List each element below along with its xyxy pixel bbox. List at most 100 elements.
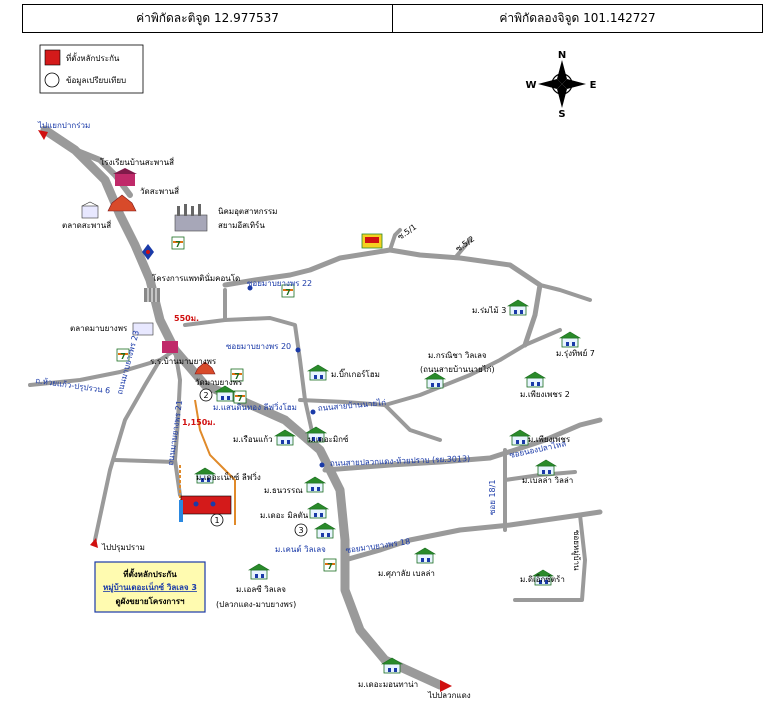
junction-dot <box>247 285 253 291</box>
tesco-icon <box>361 233 383 249</box>
label-condo-project: โครงการแพทตินั่มคอนโด <box>152 272 240 283</box>
label-soi-20: ซอยมาบยางพร 20 <box>226 342 291 351</box>
market-icon-2 <box>132 322 154 336</box>
label-dist-1150: 1,150ม. <box>182 418 216 427</box>
label-el-villa-sub: (ปลวกแดง-มาบยางพร) <box>216 600 296 609</box>
label-pheang-phet: ม.เพียงเพชร <box>528 435 571 444</box>
label-road-mabyangporn-21: ถนนมาบยางพร 21 <box>166 400 184 467</box>
village-icon <box>559 331 581 348</box>
label-soi-22: ซอยมาบยางพร 22 <box>247 279 312 288</box>
junction-dot <box>310 409 316 415</box>
label-ruen-kaew: ม.เรือนแก้ว <box>233 435 273 444</box>
label-big-home: ม.บิ๊กเกอร์โฮม <box>331 368 380 379</box>
seven-eleven-icon <box>171 236 185 250</box>
label-school-sapanse: โรงเรียนบ้านสะพานสี่ <box>100 156 174 167</box>
longitude-cell: ค่าพิกัดลองจิจูด 101.142727 <box>392 5 762 32</box>
callout-line3: ดูผังขยายโครงการฯ <box>115 596 185 607</box>
callout-line1: ที่ตั้งหลักประกัน <box>123 568 177 579</box>
junction-dot <box>295 347 301 353</box>
compass-south: S <box>558 109 565 120</box>
callout-line2: หมู่บ้านเดอะเน็กซ์ วิลเลจ 3 <box>103 581 197 593</box>
legend-site-swatch <box>44 49 61 66</box>
label-korani-road: (ถนนสายบ้านนายไก่) <box>420 365 495 374</box>
label-industrial-estate-2: สยามอีสเทิร์น <box>218 220 265 230</box>
label-kent-villa: ม.เคนต์ วิลเลจ <box>275 544 326 554</box>
label-to-pak-ruam: ไปแยกปากร่วม <box>37 121 90 130</box>
label-korani-village: ม.กรณิชา วิลเลจ <box>428 351 487 360</box>
arrow-southeast <box>440 680 452 692</box>
latitude-cell: ค่าพิกัดละติจูด 12.977537 <box>136 11 279 25</box>
label-pheang-phet-2: ม.เพียงเพชร 2 <box>520 390 570 399</box>
comparison-marker-1[interactable]: 1 <box>210 513 224 527</box>
svg-text:2: 2 <box>203 391 208 400</box>
arrow-southwest <box>90 538 98 548</box>
village-icon <box>509 429 531 446</box>
project-site-dot <box>193 501 199 507</box>
village-icon <box>424 372 446 389</box>
temple-icon <box>107 194 137 212</box>
market-icon <box>81 201 99 219</box>
village-icon <box>507 299 529 316</box>
factory-icon <box>174 204 208 232</box>
label-the-mix: ม.เดอะมิกซ์ <box>308 434 349 444</box>
school-icon-2 <box>162 341 178 353</box>
label-market-mabyangporn: ตลาดมาบยางพร <box>70 324 128 333</box>
label-soi-village: ซอยหมู่บ้าน <box>571 530 581 571</box>
access-route <box>194 399 236 525</box>
svg-text:3: 3 <box>298 526 303 535</box>
project-callout[interactable]: ที่ตั้งหลักประกัน หมู่บ้านเดอะเน็กซ์ วิล… <box>94 561 206 613</box>
label-thanawan: ม.ธนวรรณ <box>264 486 303 495</box>
school-icon <box>113 168 137 186</box>
village-icon <box>248 563 270 580</box>
label-dist-550: 550ม. <box>174 314 199 323</box>
project-site-marker[interactable] <box>180 495 232 515</box>
village-icon <box>314 522 336 539</box>
village-icon <box>274 429 296 446</box>
village-icon <box>414 547 436 564</box>
label-the-next-living: ม.เดอะเน็กซ์ ลีฟวิ่ง <box>196 471 261 482</box>
label-soi-18-1: ซอย 18/1 <box>488 480 497 515</box>
condo-icon <box>144 288 160 302</box>
gas-station-icon <box>142 244 154 260</box>
legend-site-label: ที่ตั้งหลักประกัน <box>66 52 120 63</box>
label-soi-5-1: ซ.5/1 <box>396 222 418 241</box>
label-road-mabyangporn: ถนนมาบยางพร 23 <box>115 329 141 395</box>
label-to-pluak-daeng: ไปปลวกแดง <box>427 691 471 700</box>
label-school-ban: ร.ร.บ้านมาบยางพร <box>150 357 217 366</box>
village-icon <box>307 364 329 381</box>
compass-rose: N S W E <box>525 50 596 120</box>
label-the-milton: ม.เดอะ มิลตัน <box>260 511 309 520</box>
water-body <box>179 500 183 522</box>
label-industrial-estate: นิคมอุตสาหกรรม <box>218 207 277 216</box>
temple-icon-2 <box>194 361 216 375</box>
compass-east: E <box>590 80 597 91</box>
junction-dot <box>319 462 325 468</box>
comparison-marker-2[interactable]: 2 <box>199 388 213 402</box>
village-icon <box>524 371 546 388</box>
legend: ที่ตั้งหลักประกัน ข้อมูลเปรียบเทียบ <box>39 44 144 94</box>
label-blanca-villa: ม.เบลล่า วิลล่า <box>522 476 573 485</box>
legend-comparison-label: ข้อมูลเปรียบเทียบ <box>66 76 126 86</box>
label-to-pluak-daeng-mabyang: ไปปรุมปราม <box>101 543 145 552</box>
comparison-marker-3[interactable]: 3 <box>294 523 308 537</box>
label-soi-5-2: ซ.5/2 <box>454 234 476 253</box>
village-icon <box>535 459 557 476</box>
svg-text:1: 1 <box>214 516 219 525</box>
compass-west: W <box>525 80 536 91</box>
label-rom-mai-3: ม.ร่มไม้ 3 <box>472 306 506 315</box>
seven-eleven-icon <box>323 558 337 572</box>
seven-eleven-icon <box>233 390 247 404</box>
label-market-sapanse: ตลาดสะพานสี่ <box>62 219 111 230</box>
coordinate-header: ค่าพิกัดละติจูด 12.977537 ค่าพิกัดลองจิจ… <box>22 4 763 33</box>
label-el-villa: ม.เอลซี วิลเลจ <box>236 585 286 594</box>
project-site-dot <box>210 501 216 507</box>
legend-comparison-icon <box>44 72 60 88</box>
village-icon <box>307 502 329 519</box>
label-saen-din-thong: ม.แสนดินทอง ลีฟวิ่งโฮม <box>213 401 297 412</box>
label-the-ekra: ม.ดิเอ็กซ์ตร้า <box>520 574 565 584</box>
label-wat-sapanse: วัดสะพานสี่ <box>140 185 179 196</box>
label-wat-mabyangporn: วัดมาบยางพร <box>195 378 243 387</box>
label-supalai-belle: ม.ศุภาลัย เบลล่า <box>378 569 435 578</box>
arrow-northwest <box>38 130 48 140</box>
